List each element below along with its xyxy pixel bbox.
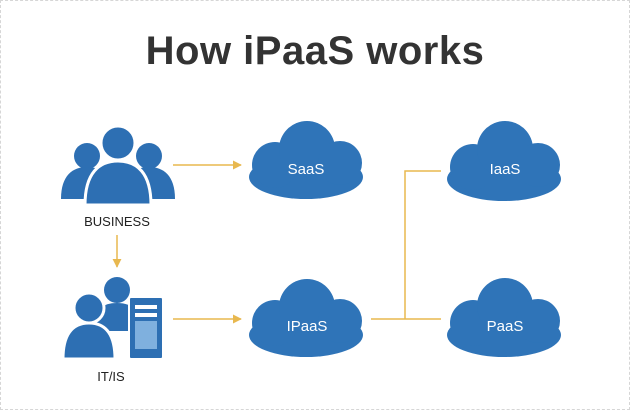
saas-label: SaaS xyxy=(288,161,325,178)
ipaas-label: IPaaS xyxy=(287,318,328,335)
business-label: BUSINESS xyxy=(84,214,150,229)
paas-cloud-icon xyxy=(447,278,561,357)
saas-cloud-icon xyxy=(249,121,363,199)
diagram-title: How iPaaS works xyxy=(145,29,485,73)
connector-ipaas-branch xyxy=(371,170,441,320)
it-people-server-icon xyxy=(61,277,164,361)
business-people-icon xyxy=(61,124,175,207)
iaas-label: IaaS xyxy=(490,161,521,178)
iaas-cloud-icon xyxy=(447,121,561,201)
paas-label: PaaS xyxy=(487,318,524,335)
ipaas-cloud-icon xyxy=(249,279,363,357)
it-is-label: IT/IS xyxy=(97,369,125,384)
